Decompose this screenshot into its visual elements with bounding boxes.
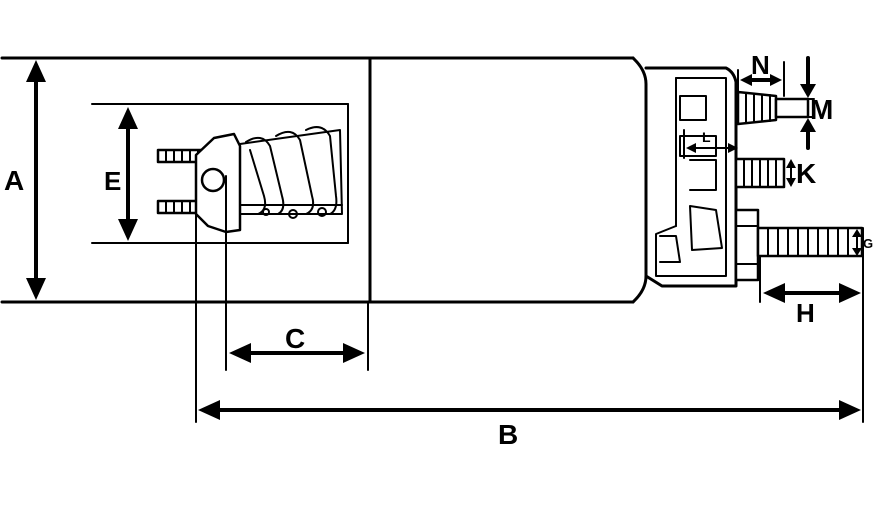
middle-terminal-stud: [734, 157, 786, 189]
terminal-cap: [644, 66, 738, 288]
housing: [0, 56, 648, 304]
dimension-g: G: [852, 229, 873, 256]
dimension-h: H: [759, 255, 861, 328]
main-terminal-stud: [734, 208, 864, 282]
dimension-a: A: [4, 60, 46, 300]
dimension-l: L: [683, 129, 738, 159]
dimension-n: N: [737, 50, 785, 97]
label-l: L: [702, 129, 711, 145]
dimension-b: B: [195, 167, 864, 450]
label-g: G: [863, 236, 873, 251]
dimension-m: M: [797, 56, 833, 150]
label-a: A: [4, 165, 24, 196]
label-m: M: [810, 94, 833, 125]
label-b: B: [498, 419, 518, 450]
label-e: E: [104, 166, 121, 196]
plunger-bore: [91, 103, 349, 244]
upper-terminal-stud: [736, 90, 810, 126]
plunger: [156, 126, 343, 234]
dimension-k: K: [786, 158, 816, 189]
label-h: H: [796, 298, 815, 328]
dimension-e: E: [104, 107, 138, 241]
label-n: N: [751, 50, 770, 80]
label-k: K: [796, 158, 816, 189]
dimension-c: C: [225, 175, 369, 371]
label-c: C: [285, 323, 305, 354]
